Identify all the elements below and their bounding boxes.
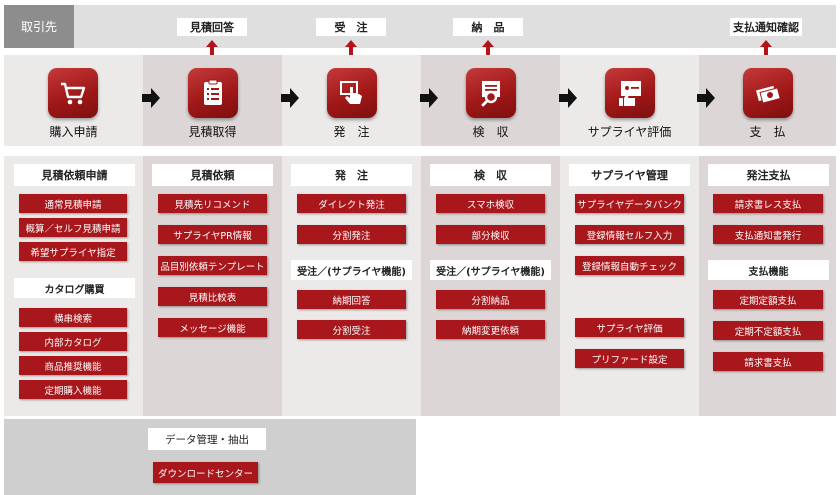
cross-search-button[interactable]: 横串検索 <box>19 308 127 327</box>
order-receipt-supplier-header: 受注／(サプライヤ機能) <box>430 260 551 280</box>
split-receipt-button[interactable]: 分割受注 <box>297 320 406 339</box>
column-header-quote-inquiry: 見積依頼 <box>152 164 273 186</box>
step-supplier-evaluation[interactable] <box>605 68 655 118</box>
periodic-purchase-button[interactable]: 定期購入機能 <box>19 380 127 399</box>
auto-check-button[interactable]: 登録情報自動チェック <box>575 256 684 275</box>
column-header-inspection: 検 収 <box>430 164 551 186</box>
thumbs-up-icon <box>619 81 641 106</box>
smartphone-inspection-button[interactable]: スマホ検収 <box>436 194 545 213</box>
internal-catalog-button[interactable]: 内部カタログ <box>19 332 127 351</box>
order-receipt-supplier-header: 受注／(サプライヤ機能) <box>291 260 412 280</box>
right-arrow-icon <box>281 88 299 108</box>
column-header-order-payment: 発注支払 <box>708 164 829 186</box>
step-inspection[interactable] <box>466 68 516 118</box>
workflow-label-quote-reply: 見積回答 <box>177 18 247 36</box>
step-label-purchase-request: 購入申請 <box>49 124 98 139</box>
right-arrow-icon <box>420 88 438 108</box>
item-template-button[interactable]: 品目別依頼テンプレート <box>158 256 267 275</box>
invoice-payment-button[interactable]: 請求書支払 <box>713 352 823 371</box>
rough-self-quote-button[interactable]: 概算／セルフ見積申請 <box>19 218 127 237</box>
workflow-label-payment-confirm: 支払通知確認 <box>730 18 802 36</box>
standard-quote-request-button[interactable]: 通常見積申請 <box>19 194 127 213</box>
supplier-label: 取引先 <box>4 5 74 48</box>
fixed-periodic-payment-button[interactable]: 定期定額支払 <box>713 290 823 309</box>
quote-recommend-button[interactable]: 見積先リコメンド <box>158 194 267 213</box>
column-header-quote-request: 見積依頼申請 <box>14 164 135 186</box>
quote-compare-button[interactable]: 見積比較表 <box>158 287 267 306</box>
right-arrow-icon <box>559 88 577 108</box>
supplier-evaluation-button[interactable]: サプライヤ評価 <box>575 318 684 337</box>
step-label-order: 発 注 <box>333 124 370 139</box>
message-button[interactable]: メッセージ機能 <box>158 318 267 337</box>
delivery-change-request-button[interactable]: 納期変更依頼 <box>436 320 545 339</box>
download-center-button[interactable]: ダウンロードセンター <box>153 462 258 483</box>
step-label-payment: 支 払 <box>749 124 786 139</box>
workflow-label-order-receipt: 受 注 <box>316 18 386 36</box>
workflow-label-delivery: 納 品 <box>453 18 523 36</box>
step-order[interactable] <box>327 68 377 118</box>
payment-function-header: 支払機能 <box>708 260 829 280</box>
invoiceless-payment-button[interactable]: 請求書レス支払 <box>713 194 823 213</box>
preferred-supplier-button[interactable]: 希望サプライヤ指定 <box>19 242 127 261</box>
step-payment[interactable] <box>743 68 793 118</box>
step-get-quote[interactable] <box>188 68 238 118</box>
supplier-bar <box>4 5 836 48</box>
cart-icon <box>61 82 86 105</box>
step-label-supplier-evaluation: サプライヤ評価 <box>587 124 672 139</box>
partial-inspection-button[interactable]: 部分検収 <box>436 225 545 244</box>
catalog-purchase-header: カタログ購買 <box>14 278 135 298</box>
step-label-inspection: 検 収 <box>472 124 509 139</box>
direct-order-button[interactable]: ダイレクト発注 <box>297 194 406 213</box>
split-order-button[interactable]: 分割発注 <box>297 225 406 244</box>
step-purchase-request[interactable] <box>48 68 98 118</box>
right-arrow-icon <box>697 88 715 108</box>
right-arrow-icon <box>142 88 160 108</box>
hand-pointer-icon <box>340 81 362 104</box>
self-input-button[interactable]: 登録情報セルフ入力 <box>575 225 684 244</box>
supplier-databank-button[interactable]: サプライヤデータバンク <box>575 194 684 213</box>
money-icon <box>756 85 781 104</box>
delivery-date-reply-button[interactable]: 納期回答 <box>297 290 406 309</box>
payment-notice-button[interactable]: 支払通知書発行 <box>713 225 823 244</box>
column-header-supplier-management: サプライヤ管理 <box>569 164 690 186</box>
step-label-get-quote: 見積取得 <box>188 124 237 139</box>
product-recommend-button[interactable]: 商品推奨機能 <box>19 356 127 375</box>
preferred-setting-button[interactable]: プリファード設定 <box>575 349 684 368</box>
column-header-order: 発 注 <box>291 164 412 186</box>
split-delivery-button[interactable]: 分割納品 <box>436 290 545 309</box>
magnifier-document-icon <box>481 81 500 107</box>
variable-periodic-payment-button[interactable]: 定期不定額支払 <box>713 321 823 340</box>
list-icon <box>204 79 222 105</box>
data-management-header: データ管理・抽出 <box>148 428 266 450</box>
supplier-pr-button[interactable]: サプライヤPR情報 <box>158 225 267 244</box>
